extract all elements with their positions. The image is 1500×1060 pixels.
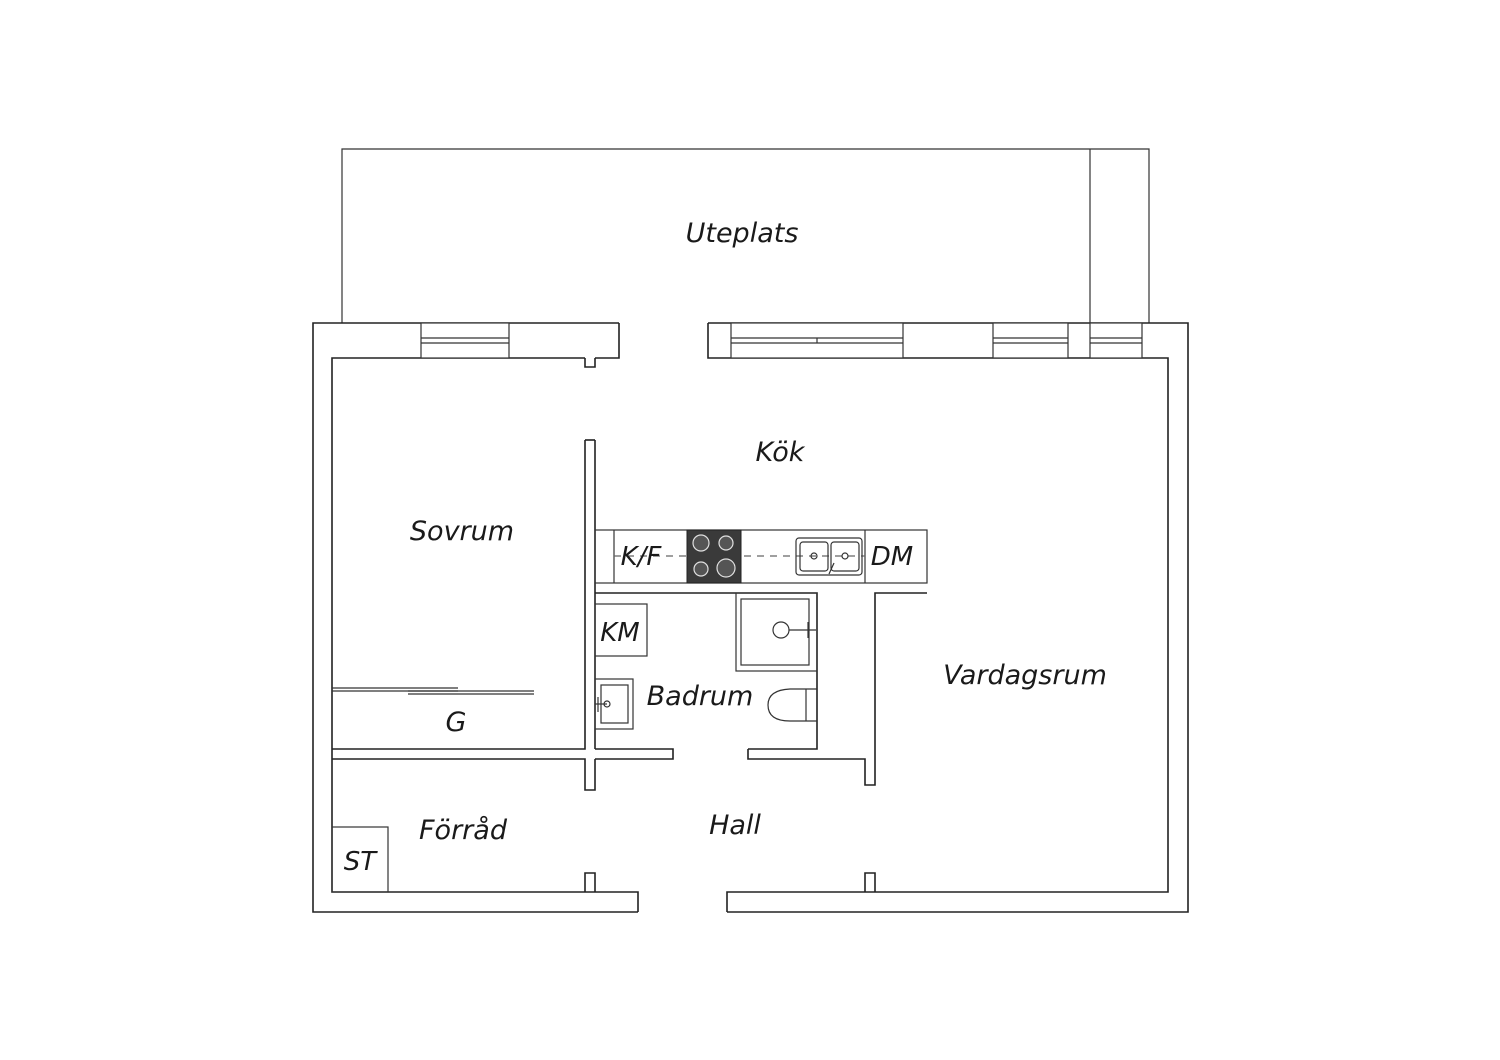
room-label-hall: Hall xyxy=(709,810,761,841)
stove-icon xyxy=(686,529,742,584)
room-label-vardagsrum: Vardagsrum xyxy=(943,660,1107,691)
room-label-uteplats: Uteplats xyxy=(686,218,799,249)
washing-machine xyxy=(594,603,648,657)
washbasin-icon xyxy=(594,678,634,730)
kitchen-sink-icon xyxy=(795,537,863,576)
windows xyxy=(420,322,1143,359)
storage-cabinet xyxy=(331,826,389,893)
terrace xyxy=(341,148,1150,323)
wardrobe-doors xyxy=(332,687,534,695)
kitchen-counter xyxy=(594,529,928,584)
room-label-st: ST xyxy=(344,847,379,877)
room-label-sovrum: Sovrum xyxy=(410,516,514,547)
room-label-kok: Kök xyxy=(756,437,806,468)
shower-icon xyxy=(735,592,818,672)
fixture-label-tvattmaskin: KM xyxy=(600,618,639,648)
toilet-icon xyxy=(767,688,817,722)
fixture-label-kyl-frys: K/F xyxy=(621,542,663,572)
room-label-badrum: Badrum xyxy=(647,681,754,712)
fixture-label-diskmaskin: DM xyxy=(871,542,913,572)
room-label-forrad: Förråd xyxy=(419,815,508,846)
room-label-garderob: G xyxy=(446,707,467,738)
